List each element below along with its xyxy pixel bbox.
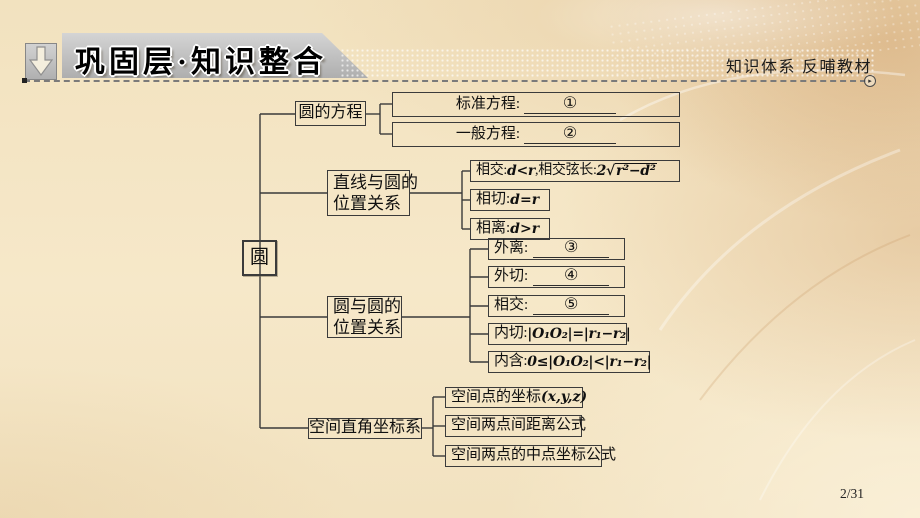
box-space-midpoint-formula: 空间两点的中点坐标公式 xyxy=(445,445,616,467)
box-contain: 内含: 0≤|O₁O₂|<|r₁−r₂| xyxy=(488,351,652,373)
line-circle-label-2: 位置关系 xyxy=(333,194,401,213)
line-circle-label-1: 直线与圆的 xyxy=(333,173,418,192)
space-point-label: 空间点的坐标 xyxy=(451,388,542,405)
box-standard-equation: 标准方程: ① xyxy=(392,92,680,117)
box-space-point-coords: 空间点的坐标 (x,y,z) xyxy=(445,387,587,408)
standard-equation-blank: ① xyxy=(524,95,617,114)
tangent-condition: d=r xyxy=(510,191,540,208)
box-outside: 外离: ③ xyxy=(488,238,625,260)
nav-circle-icon: ▸ xyxy=(864,75,876,87)
dashed-divider-start-square xyxy=(22,78,27,83)
box-circles-intersect: 相交: ⑤ xyxy=(488,295,625,317)
outside-label: 外离: xyxy=(494,240,529,257)
external-tangent-blank: ④ xyxy=(533,268,610,286)
contain-condition: 0≤|O₁O₂|<|r₁−r₂| xyxy=(527,353,652,370)
node-circle-circle-relation: 圆与圆的 位置关系 xyxy=(327,296,402,338)
internal-tangent-label: 内切: xyxy=(494,325,528,342)
node-root-label: 圆 xyxy=(249,247,269,269)
node-circle-equation: 圆的方程 xyxy=(295,101,366,126)
space-midpoint-label: 空间两点的中点坐标公式 xyxy=(451,447,617,464)
box-intersect-chord: 相交: d<r ,相交弦长: 2√ r²−d² xyxy=(470,160,680,182)
separate-label: 相离: xyxy=(476,220,511,237)
down-arrow-icon xyxy=(25,43,57,80)
circles-intersect-blank: ⑤ xyxy=(533,297,610,315)
general-equation-blank: ② xyxy=(524,125,617,144)
circle-circle-label-2: 位置关系 xyxy=(333,318,401,337)
node-space-coordinate-system: 空间直角坐标系 xyxy=(308,418,422,439)
chord-radicand: r²−d² xyxy=(614,163,657,180)
node-circle-equation-label: 圆的方程 xyxy=(298,104,363,122)
dotted-strip-decoration xyxy=(340,48,874,78)
box-separate: 相离: d>r xyxy=(470,218,550,240)
dashed-divider xyxy=(24,80,866,82)
box-external-tangent: 外切: ④ xyxy=(488,266,625,288)
separate-condition: d>r xyxy=(510,220,540,237)
space-distance-label: 空间两点间距离公式 xyxy=(451,417,587,434)
title-banner: 巩固层·知识整合 xyxy=(62,33,368,78)
outside-blank: ③ xyxy=(533,240,610,258)
space-point-coords: (x,y,z) xyxy=(541,389,588,406)
node-root-circle: 圆 xyxy=(242,240,277,276)
external-tangent-label: 外切: xyxy=(494,268,529,285)
space-coordinate-label: 空间直角坐标系 xyxy=(309,419,422,437)
box-tangent: 相切: d=r xyxy=(470,189,550,211)
internal-tangent-condition: |O₁O₂|=|r₁−r₂| xyxy=(527,325,631,342)
chord-length-label: ,相交弦长: xyxy=(535,162,597,178)
box-internal-tangent: 内切: |O₁O₂|=|r₁−r₂| xyxy=(488,323,631,345)
standard-equation-label: 标准方程: xyxy=(455,95,521,112)
node-line-circle-relation: 直线与圆的 位置关系 xyxy=(327,170,418,216)
general-equation-label: 一般方程: xyxy=(455,125,521,142)
box-general-equation: 一般方程: ② xyxy=(392,122,680,147)
header-subtitle: 知识体系 反哺教材 xyxy=(726,59,872,76)
box-space-distance-formula: 空间两点间距离公式 xyxy=(445,415,586,437)
chord-radical-prefix: 2√ xyxy=(596,162,616,179)
intersect-condition: d<r xyxy=(507,162,535,179)
circle-circle-label-1: 圆与圆的 xyxy=(333,297,401,316)
page-title: 巩固层·知识整合 xyxy=(75,46,328,79)
page-number: 2/31 xyxy=(840,486,865,501)
circles-intersect-label: 相交: xyxy=(494,297,529,314)
tangent-label: 相切: xyxy=(476,191,511,208)
contain-label: 内含: xyxy=(494,353,528,370)
intersect-label: 相交: xyxy=(476,162,507,178)
